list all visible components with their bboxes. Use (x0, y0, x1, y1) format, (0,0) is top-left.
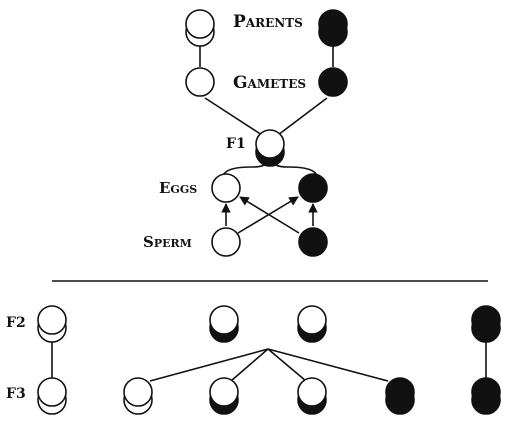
f3-hybrid-b-individual (297, 377, 327, 415)
sperm-white (211, 227, 241, 257)
f3-black-a-individual (385, 377, 415, 415)
gamete-white (185, 67, 215, 97)
label-eggs: Eggs (159, 179, 197, 197)
f3-white-b-individual (123, 377, 153, 415)
line-hub-to-f3-white (149, 348, 269, 382)
f2-hybrid-a-individual (209, 305, 239, 343)
f1-hybrid-individual (255, 129, 285, 167)
gamete-black (318, 67, 348, 97)
f2-hybrid-b-individual (297, 305, 327, 343)
label-parents: Parents (233, 12, 303, 32)
label-sperm: Sperm (143, 233, 192, 251)
individuals (37, 9, 501, 415)
arrow-sperm-black-to-egg-white (239, 196, 300, 234)
label-f1: F1 (226, 136, 246, 152)
line-gamete-black-to-f1 (277, 97, 328, 136)
connector-lines (51, 44, 488, 382)
label-f3: F3 (6, 386, 26, 402)
line-hub-to-f3-hybrid-a (230, 348, 269, 382)
label-gametes: Gametes (233, 73, 306, 93)
line-gamete-white-to-f1 (204, 97, 263, 136)
f2-white-individual (37, 305, 67, 343)
line-hub-to-f3-black (267, 348, 389, 382)
egg-white (211, 173, 241, 203)
sperm-black (298, 227, 328, 257)
parent-black-individual (318, 9, 348, 47)
f3-white-a-individual (37, 377, 67, 415)
f3-black-b-individual (471, 377, 501, 415)
parent-white-individual (185, 9, 215, 47)
f2-black-individual (471, 305, 501, 343)
labels: Parents Gametes F1 Eggs Sperm F2 F3 (6, 12, 306, 402)
label-f2: F2 (6, 315, 26, 331)
f3-hybrid-a-individual (209, 377, 239, 415)
egg-black (298, 173, 328, 203)
line-hub-to-f3-hybrid-b (267, 348, 307, 382)
